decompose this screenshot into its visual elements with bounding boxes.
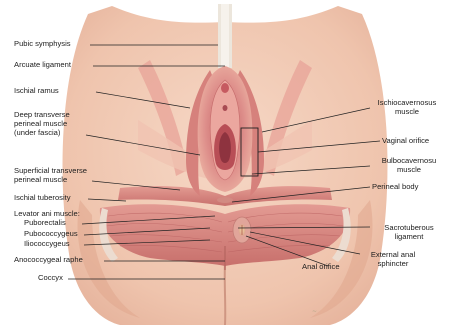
label-deep-transverse-3: (under fascia) xyxy=(14,129,60,138)
urethral-orifice xyxy=(223,105,228,111)
label-coccyx: Coccyx xyxy=(38,274,63,283)
label-vaginal-orifice: Vaginal orifice xyxy=(382,137,429,146)
label-external-anal-2: sphincter xyxy=(356,260,430,269)
label-bulbocavernosus-2: muscle xyxy=(370,166,448,175)
perineal-body-shape xyxy=(217,197,233,203)
label-ischiocavernosus-2: muscle xyxy=(368,108,446,117)
label-anococcygeal-raphe: Anococcygeal raphe xyxy=(14,256,83,265)
artist-signature: ~ xyxy=(312,308,317,315)
label-ischial-ramus: Ischial ramus xyxy=(14,87,59,96)
label-anal-orifice: Anal orifice xyxy=(302,263,340,272)
label-ischial-tuberosity: Ischial tuberosity xyxy=(14,194,71,203)
label-sacrotuberous-2: ligament xyxy=(370,233,448,242)
label-pubococcygeus: Pubococcygeus xyxy=(24,230,78,239)
label-puborectalis: Puborectalis xyxy=(24,219,66,228)
gluteal-cleft xyxy=(225,262,226,325)
label-arcuate-ligament: Arcuate ligament xyxy=(14,61,71,70)
label-superficial-transverse-2: perineal muscle xyxy=(14,176,67,185)
clitoris xyxy=(221,83,229,93)
label-perineal-body: Perineal body xyxy=(372,183,418,192)
label-pubic-symphysis: Pubic symphysis xyxy=(14,40,71,49)
label-iliococcygeus: Iliococcygeus xyxy=(24,240,70,249)
